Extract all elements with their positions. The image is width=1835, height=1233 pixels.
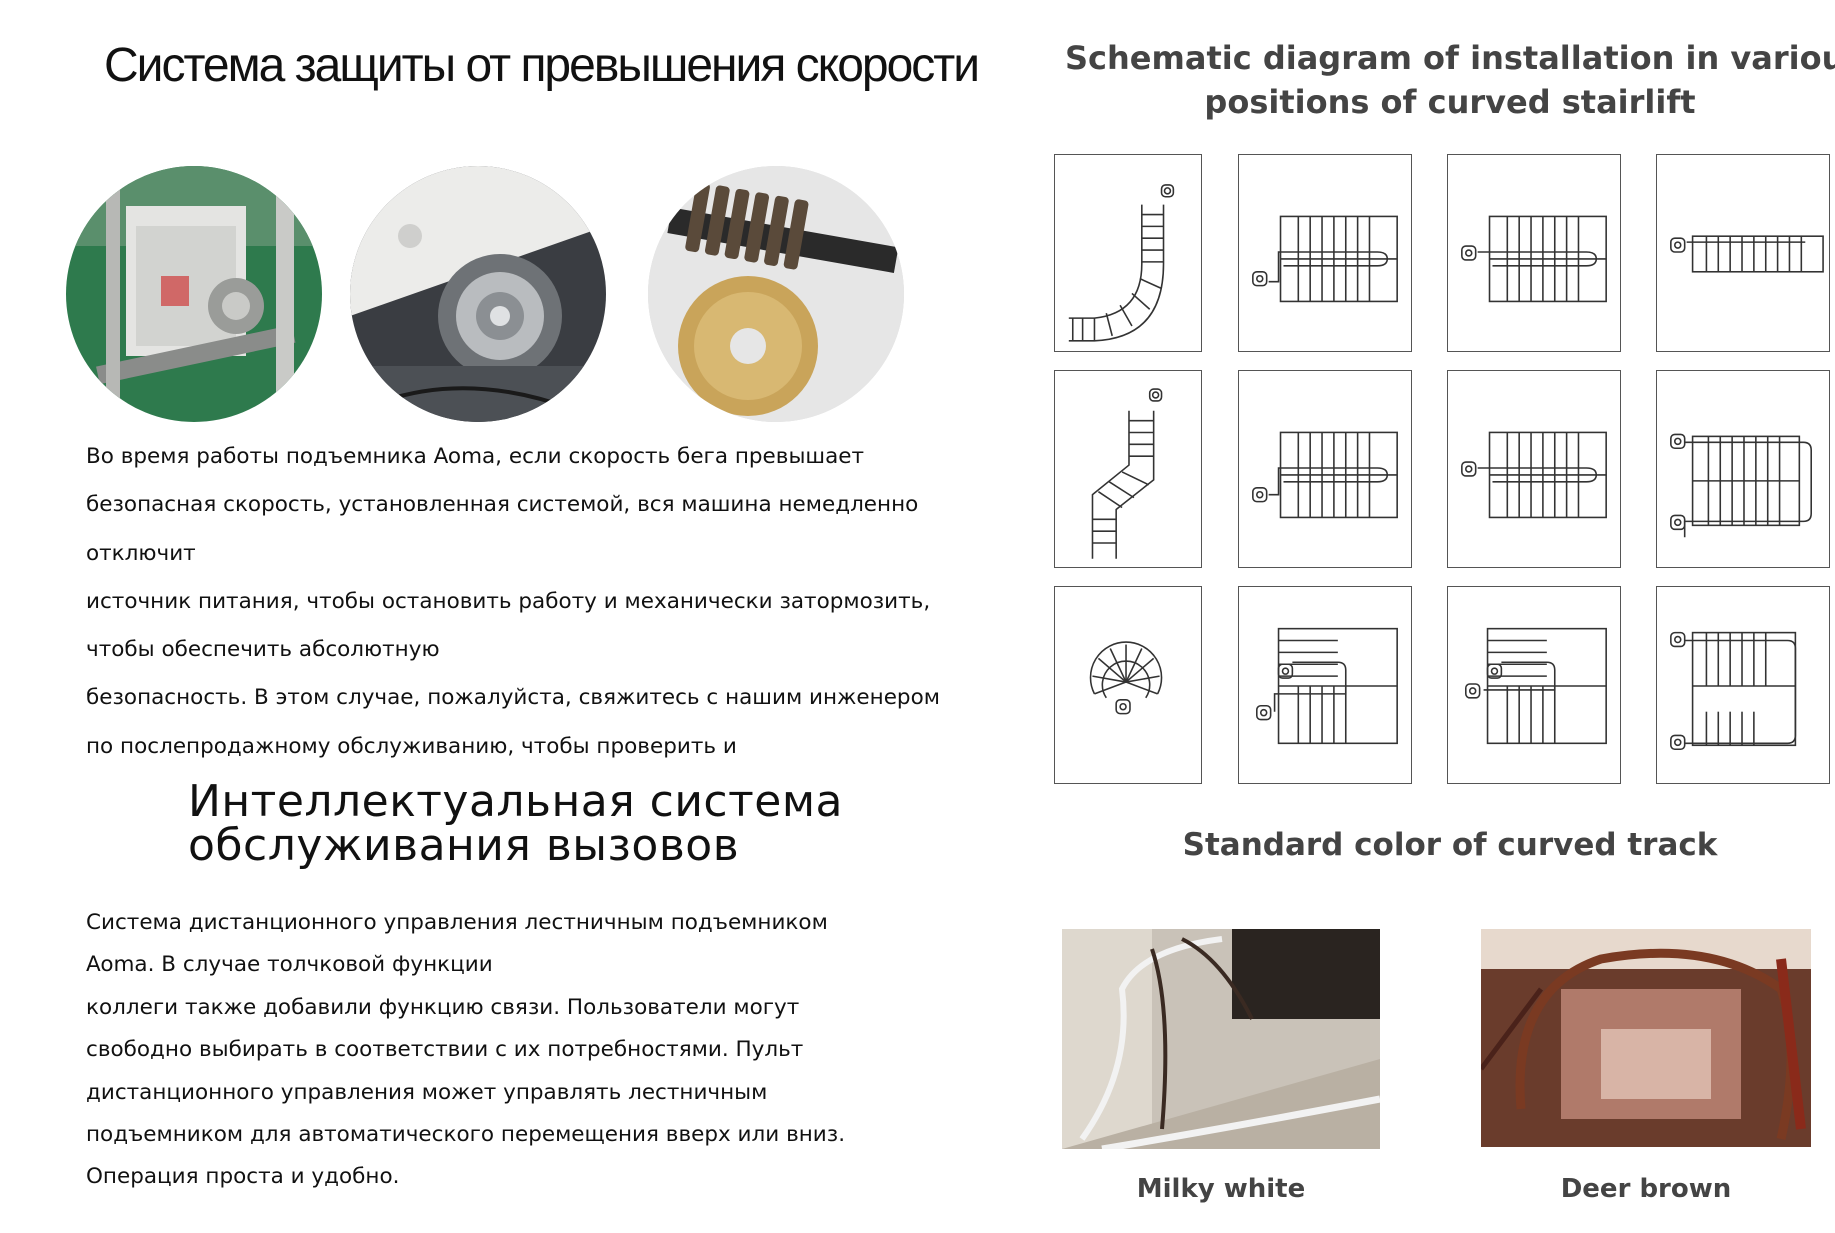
paragraph-line: подъемником для автоматического перемеще…: [86, 1121, 846, 1147]
paragraph-line: коллеги также добавили функцию связи. По…: [86, 994, 800, 1020]
paragraph-line: отключит: [86, 540, 196, 566]
heading-line: обслуживания вызовов: [188, 820, 740, 871]
installation-diagram-title: Schematic diagram of installation in var…: [1065, 36, 1835, 124]
diagram-u-stair-curved: [1656, 586, 1830, 784]
paragraph-line: Система дистанционного управления лестни…: [86, 910, 828, 935]
diagram-u-stair-inner-2: [1238, 370, 1412, 568]
paragraph-line: безопасность. В этом случае, пожалуйста,…: [86, 685, 940, 711]
diagram-l-stair-open: [1238, 586, 1412, 784]
paragraph-line: свободно выбирать в соответствии с их по…: [86, 1037, 804, 1063]
paragraph-line: чтобы обеспечить абсолютную: [86, 637, 440, 663]
paragraph-line: Aoma. В случае толчковой функции: [86, 952, 493, 978]
deer-brown-track-photo: [1481, 929, 1811, 1147]
diagram-u-stair-left-inner: [1238, 154, 1412, 352]
diagram-l-stair-open-2: [1447, 586, 1621, 784]
diagram-straight-stair: [1656, 154, 1830, 352]
diagram-zigzag-stair: [1054, 370, 1202, 568]
deer-brown-label: Deer brown: [1560, 1174, 1732, 1204]
paragraph-line: безопасная скорость, установленная систе…: [86, 492, 919, 518]
milky-white-label: Milky white: [1136, 1174, 1306, 1204]
paragraph-line: Во время работы подъемника Aoma, если ск…: [86, 444, 865, 469]
diagram-spiral-stair: [1054, 586, 1202, 784]
paragraph-line: Операция проста и удобно.: [86, 1164, 400, 1190]
title-line: positions of curved stairlift: [1204, 83, 1696, 121]
paragraph-line: по послепродажному обслуживанию, чтобы п…: [86, 733, 737, 759]
call-service-heading: Интеллектуальная система обслуживания вы…: [188, 780, 843, 868]
paragraph-line: источник питания, чтобы остановить работ…: [86, 588, 931, 614]
diagram-u-stair-landing-2: [1447, 370, 1621, 568]
speed-protection-heading: Система защиты от превышения скорости: [104, 39, 980, 92]
paragraph-line: дистанционного управления может управлят…: [86, 1079, 768, 1105]
track-color-title: Standard color of curved track: [1182, 827, 1718, 863]
call-service-paragraph: Система дистанционного управления лестни…: [86, 902, 986, 1199]
diagram-u-stair-left-landing: [1447, 154, 1621, 352]
diagram-curved-l-stair: [1054, 154, 1202, 352]
worm-gear-photo: [648, 166, 904, 422]
milky-white-track-photo: [1062, 929, 1380, 1149]
brake-photo: [350, 166, 606, 422]
title-line: Schematic diagram of installation in var…: [1065, 39, 1835, 77]
motor-photo: [66, 166, 322, 422]
heading-line: Интеллектуальная система: [188, 776, 843, 827]
diagram-u-stair-outer: [1656, 370, 1830, 568]
speed-protection-paragraph: Во время работы подъемника Aoma, если ск…: [86, 433, 986, 771]
